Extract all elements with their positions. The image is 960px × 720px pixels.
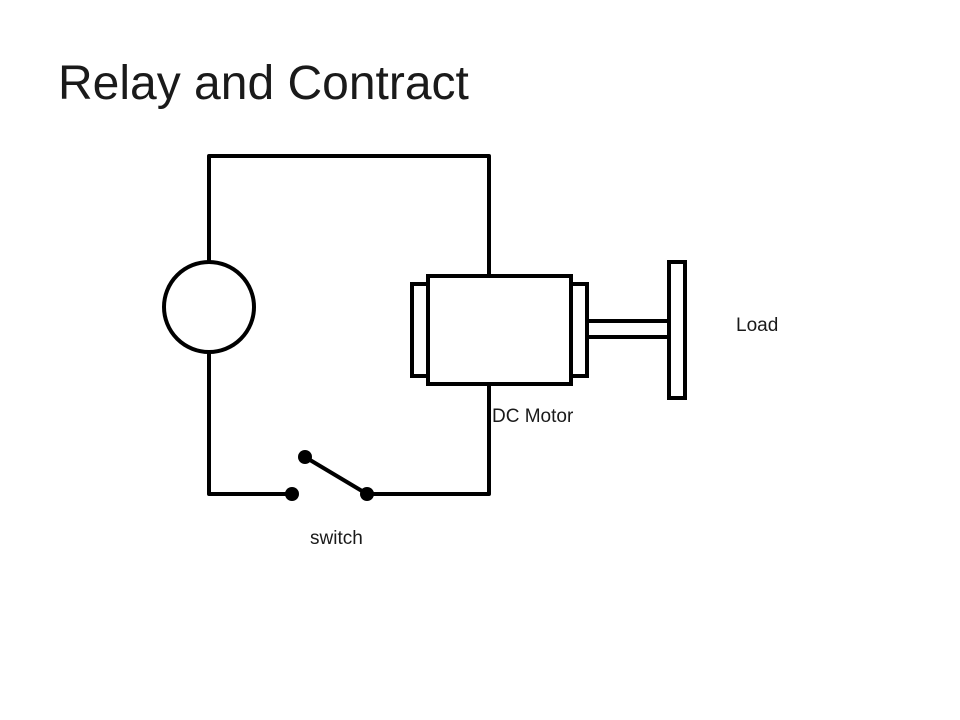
motor-label: DC Motor xyxy=(492,406,574,427)
dc-motor xyxy=(410,274,671,386)
switch xyxy=(285,450,374,501)
motor-left-cap xyxy=(410,282,430,378)
source-circle xyxy=(162,260,256,354)
motor-shaft xyxy=(585,319,671,339)
motor-body xyxy=(426,274,573,386)
load-label: Load xyxy=(736,315,779,336)
load-plate xyxy=(667,260,687,400)
wire-left-bottom xyxy=(207,350,294,496)
switch-lever xyxy=(303,455,369,496)
switch-label: switch xyxy=(310,528,363,549)
switch-contact-right xyxy=(360,487,374,501)
slide-title: Relay and Contract xyxy=(58,57,469,110)
motor-right-cap xyxy=(569,282,589,378)
switch-pivot xyxy=(298,450,312,464)
wire-right-bottom xyxy=(365,382,491,496)
wire-left-top xyxy=(207,154,491,278)
switch-contact-left xyxy=(285,487,299,501)
